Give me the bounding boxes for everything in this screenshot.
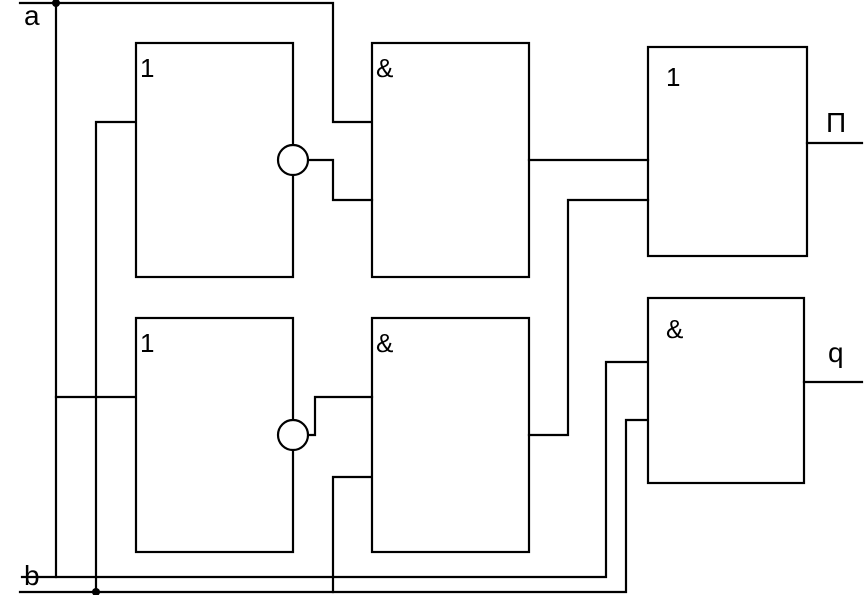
label-output-q: q (828, 337, 844, 368)
and-gate-top (370, 41, 531, 279)
label-inverter-top: 1 (140, 53, 154, 83)
and-gate-bottom (370, 316, 531, 554)
junction-a (52, 0, 60, 7)
wire-input-a (18, 1, 374, 124)
wire-rail-b (94, 120, 138, 594)
and-gate-output (646, 296, 806, 485)
inverter-top (134, 41, 295, 279)
inversion-bubble-top (276, 143, 310, 177)
label-and-output: & (666, 314, 683, 344)
label-output-p: П (826, 107, 846, 138)
or-gate-output (646, 45, 809, 258)
label-and-top: & (376, 53, 393, 83)
wire-inv-top-to-and-top (291, 158, 374, 202)
wire-input-b (20, 360, 650, 579)
label-inverter-bottom: 1 (140, 328, 154, 358)
label-and-bottom: & (376, 328, 393, 358)
inverter-bottom (134, 316, 295, 554)
label-input-b: b (24, 560, 40, 591)
wire-bus-to-and-bottom (331, 475, 374, 594)
inversion-bubble-bottom (276, 418, 310, 452)
label-input-a: a (24, 0, 40, 31)
wire-and-bottom-to-or (527, 198, 650, 437)
wire-bottom-bus (18, 418, 650, 594)
label-or-output: 1 (666, 62, 680, 92)
